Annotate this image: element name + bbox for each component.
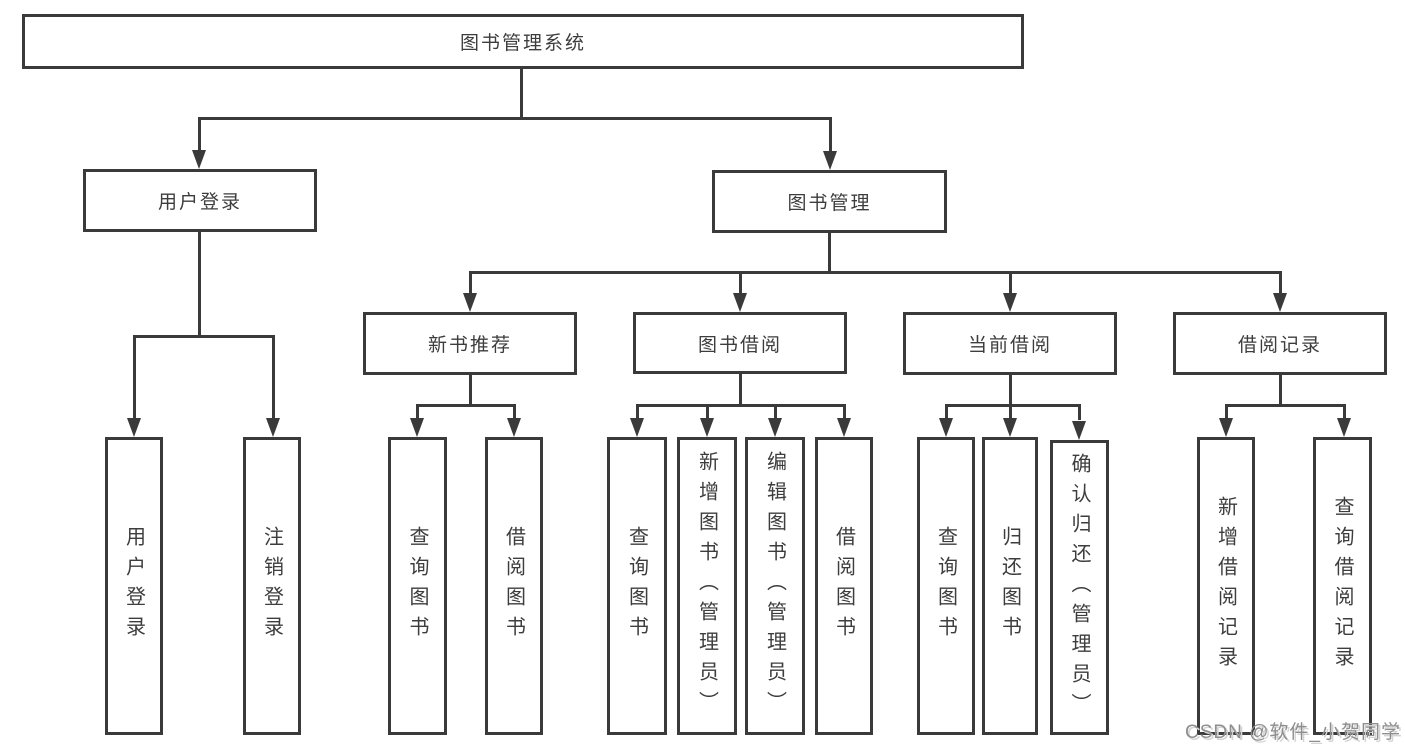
connector-line (198, 117, 201, 152)
leaf-return-books: 归还图书 (982, 437, 1038, 735)
arrow-down-icon (1337, 418, 1351, 437)
connector-line (828, 233, 831, 274)
leaf-add-books-admin: 新增图书（管理员） (677, 437, 737, 735)
arrow-down-icon (1072, 421, 1086, 440)
arrow-down-icon (1003, 293, 1017, 312)
leaf-query-books-current: 查询图书 (917, 437, 975, 735)
connector-line (469, 271, 472, 295)
connector-line (1009, 271, 1012, 295)
connector-line (843, 404, 846, 420)
leaf-borrow-books: 借阅图书 (815, 437, 873, 735)
node-borrowing-records: 借阅记录 (1173, 312, 1387, 375)
connector-line (1225, 404, 1344, 407)
leaf-query-borrow-record: 查询借阅记录 (1313, 437, 1372, 735)
leaf-borrow-books-recommend: 借阅图书 (485, 437, 543, 735)
node-user-login: 用户登录 (83, 169, 317, 232)
connector-line (636, 404, 846, 407)
connector-line (198, 232, 201, 338)
arrow-down-icon (768, 418, 782, 437)
connector-line (1343, 404, 1346, 420)
arrow-down-icon (733, 293, 747, 312)
leaf-logout: 注销登录 (243, 437, 301, 735)
arrow-down-icon (463, 293, 477, 312)
leaf-user-login: 用户登录 (105, 437, 163, 735)
node-book-borrowing: 图书借阅 (633, 312, 847, 374)
connector-line (774, 404, 777, 420)
node-library-system: 图书管理系统 (22, 14, 1024, 69)
leaf-edit-books-admin: 编辑图书（管理员） (745, 437, 805, 735)
arrow-down-icon (1219, 418, 1233, 437)
connector-line (520, 69, 523, 120)
connector-line (1279, 271, 1282, 295)
connector-line (513, 404, 516, 420)
connector-line (1009, 404, 1012, 420)
arrow-down-icon (410, 418, 424, 437)
connector-line (198, 117, 832, 120)
connector-line (469, 375, 472, 407)
connector-line (133, 335, 275, 338)
leaf-query-books-borrow: 查询图书 (607, 437, 667, 735)
connector-line (272, 335, 275, 420)
connector-line (1225, 404, 1228, 420)
arrow-down-icon (700, 418, 714, 437)
arrow-down-icon (192, 150, 206, 169)
node-book-management: 图书管理 (712, 170, 947, 233)
arrow-down-icon (630, 418, 644, 437)
arrow-down-icon (1273, 293, 1287, 312)
connector-line (416, 404, 419, 420)
arrow-down-icon (837, 418, 851, 437)
arrow-down-icon (507, 418, 521, 437)
arrow-down-icon (266, 418, 280, 437)
arrow-down-icon (939, 418, 953, 437)
connector-line (945, 404, 948, 420)
connector-line (829, 117, 832, 152)
leaf-confirm-return-admin: 确认归还（管理员） (1050, 440, 1109, 735)
connector-line (1009, 375, 1012, 407)
leaf-add-borrow-record: 新增借阅记录 (1197, 437, 1255, 735)
node-current-borrowing: 当前借阅 (903, 312, 1117, 375)
leaf-query-books-recommend: 查询图书 (388, 437, 447, 735)
connector-line (416, 404, 516, 407)
connector-line (739, 374, 742, 407)
connector-line (706, 404, 709, 420)
node-new-book-recommendation: 新书推荐 (363, 312, 577, 375)
arrow-down-icon (823, 151, 837, 170)
connector-line (636, 404, 639, 420)
arrow-down-icon (127, 418, 141, 437)
connector-line (133, 335, 136, 420)
csdn-watermark: CSDN @软件_小贺同学 (1185, 722, 1401, 743)
connector-line (739, 271, 742, 295)
connector-line (469, 271, 1282, 274)
arrow-down-icon (1003, 418, 1017, 437)
connector-line (1078, 404, 1081, 420)
connector-line (1279, 375, 1282, 407)
connector-line (945, 404, 1081, 407)
